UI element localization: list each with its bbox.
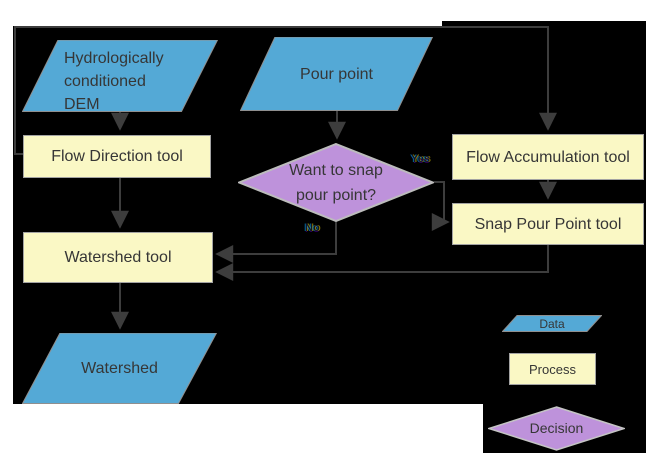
- node-watershed-tool-label: Watershed tool: [64, 249, 172, 266]
- node-snap-pour-point-label: Snap Pour Point tool: [474, 215, 622, 233]
- decision-diamond: [238, 143, 434, 222]
- data-parallelogram: [240, 37, 433, 111]
- node-watershed-tool: Watershed tool: [23, 232, 213, 283]
- node-watershed-label: Watershed: [81, 360, 158, 377]
- legend-decision-diamond: [488, 406, 625, 451]
- legend-decision-label: Decision: [529, 420, 584, 436]
- legend-data-parallelogram: [502, 315, 602, 332]
- node-flow-direction: Flow Direction tool: [23, 135, 211, 178]
- node-decision-label: Want to snap pour point?: [289, 161, 383, 204]
- node-watershed: Watershed: [22, 333, 217, 404]
- legend-decision: Decision: [488, 406, 625, 451]
- node-pour-point: Pour point: [240, 37, 433, 111]
- node-pour-point-label: Pour point: [300, 65, 373, 83]
- node-decision: Want to snap pour point?: [238, 143, 434, 222]
- legend-process-label: Process: [529, 361, 576, 377]
- legend-data: Data: [502, 315, 602, 332]
- node-dem: Hydrologically conditioned DEM: [22, 40, 218, 113]
- chart-background-top-right: [442, 21, 646, 27]
- data-parallelogram: [22, 40, 218, 112]
- node-flow-accumulation-label: Flow Accumulation tool: [466, 148, 630, 166]
- node-snap-pour-point: Snap Pour Point tool: [452, 203, 644, 245]
- node-flow-direction-label: Flow Direction tool: [51, 148, 183, 165]
- node-flow-accumulation: Flow Accumulation tool: [452, 134, 644, 180]
- data-parallelogram: [22, 333, 217, 404]
- legend-data-label: Data: [539, 316, 565, 331]
- edge-label-no: No: [305, 222, 320, 234]
- edge-label-yes: Yes: [411, 153, 430, 165]
- node-dem-label: Hydrologically conditioned DEM: [64, 50, 164, 113]
- legend-process: Process: [509, 353, 596, 385]
